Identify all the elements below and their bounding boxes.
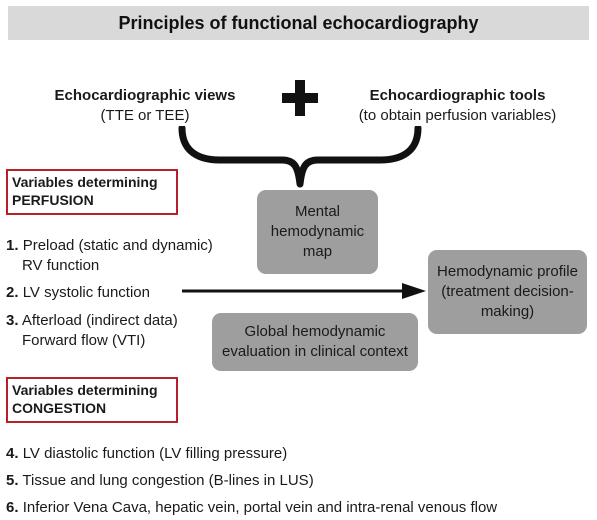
hemodynamic-profile-box: Hemodynamic profile (treatment decision-… — [428, 250, 587, 334]
item-number: 5. — [6, 472, 19, 489]
item-text: LV diastolic function (LV filling pressu… — [22, 445, 288, 462]
congestion-item-5: 5. Tissue and lung congestion (B-lines i… — [6, 471, 314, 491]
item-number: 6. — [6, 499, 19, 516]
curly-brace-icon — [178, 126, 422, 188]
perfusion-header-line1: Variables determining — [12, 174, 158, 190]
congestion-header-line2: CONGESTION — [12, 400, 107, 416]
mental-map-line1: Mental — [294, 203, 340, 220]
mental-map-box: Mental hemodynamic map — [257, 190, 378, 274]
right-arrow-icon — [182, 283, 426, 299]
perfusion-item-1: 1. Preload (static and dynamic) RV funct… — [6, 236, 213, 276]
title-bar: Principles of functional echocardiograph… — [8, 6, 589, 40]
views-header: Echocardiographic views (TTE or TEE) — [30, 86, 260, 126]
item-number: 2. — [6, 284, 19, 301]
item-text: Inferior Vena Cava, hepatic vein, portal… — [22, 499, 498, 516]
congestion-item-6: 6. Inferior Vena Cava, hepatic vein, por… — [6, 498, 497, 518]
tools-subtitle: (to obtain perfusion variables) — [358, 107, 557, 124]
views-title: Echocardiographic views — [54, 87, 236, 104]
congestion-header-line1: Variables determining — [12, 382, 158, 398]
profile-line3: making) — [480, 303, 535, 320]
profile-line1: Hemodynamic profile — [437, 263, 578, 280]
item-subtext: RV function — [22, 257, 100, 274]
perfusion-item-3: 3. Afterload (indirect data) Forward flo… — [6, 311, 178, 351]
tools-title: Echocardiographic tools — [369, 87, 546, 104]
global-eval-line1: Global hemodynamic — [244, 323, 386, 340]
item-number: 1. — [6, 237, 19, 254]
item-subtext: Forward flow (VTI) — [22, 332, 146, 349]
diagram-title: Principles of functional echocardiograph… — [118, 12, 479, 33]
plus-icon — [282, 80, 318, 116]
perfusion-header: Variables determining PERFUSION — [6, 169, 178, 215]
item-text: LV systolic function — [22, 284, 150, 301]
tools-header: Echocardiographic tools (to obtain perfu… — [335, 86, 580, 126]
congestion-header: Variables determining CONGESTION — [6, 377, 178, 423]
global-eval-line2: evaluation in clinical context — [222, 343, 408, 360]
item-number: 4. — [6, 445, 19, 462]
item-text: Preload (static and dynamic) — [22, 237, 213, 254]
item-text: Tissue and lung congestion (B-lines in L… — [22, 472, 314, 489]
mental-map-line3: map — [302, 243, 333, 260]
mental-map-line2: hemodynamic — [270, 223, 365, 240]
profile-line2: (treatment decision- — [441, 283, 574, 300]
item-text: Afterload (indirect data) — [21, 312, 178, 329]
perfusion-item-2: 2. LV systolic function — [6, 283, 150, 303]
item-number: 3. — [6, 312, 19, 329]
perfusion-header-line2: PERFUSION — [12, 192, 94, 208]
views-subtitle: (TTE or TEE) — [100, 107, 190, 124]
global-evaluation-box: Global hemodynamic evaluation in clinica… — [212, 313, 418, 371]
congestion-item-4: 4. LV diastolic function (LV filling pre… — [6, 444, 287, 464]
